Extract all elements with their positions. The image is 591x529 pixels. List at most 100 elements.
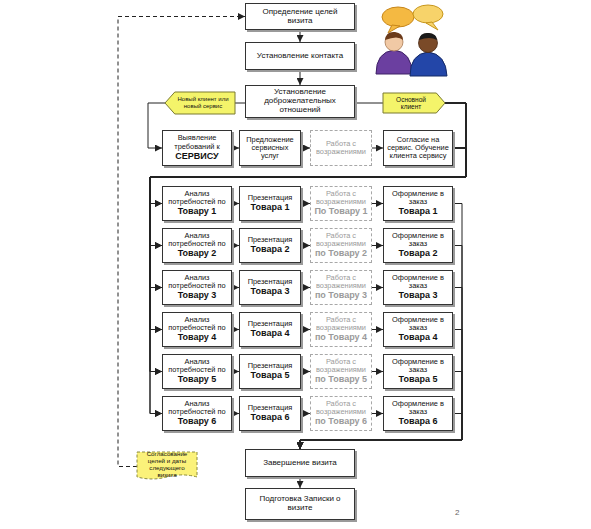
flow-connector: [118, 17, 245, 467]
flow-connector: [150, 148, 466, 330]
process-box: Анализ потребностей поТовару 1: [162, 186, 232, 221]
item-name: Товара 2: [399, 249, 438, 259]
process-box: Анализ потребностей поТовару 4: [162, 312, 232, 347]
flow-connector: [355, 103, 383, 104]
optional-step-box: Работа с возражениямиПо Товару 1: [310, 186, 372, 221]
flow-connector: [150, 103, 466, 414]
process-box: Оформление в заказТовара 2: [383, 228, 453, 263]
process-box: Подготовка Записки о визите: [245, 488, 355, 520]
flow-connector: [372, 287, 383, 288]
item-name: Товару 5: [178, 375, 217, 385]
process-box: Установление доброжелательных отношений: [245, 85, 355, 118]
process-box: Оформление в заказТовара 3: [383, 270, 453, 305]
step-text: Анализ потребностей по: [165, 232, 229, 248]
process-box: ПрезентацияТовара 2: [239, 228, 301, 263]
step-text: Оформление в заказ: [386, 316, 450, 332]
step-text: Работа с возражениями: [313, 274, 369, 290]
branch-tag: Новый клиент или новый сервис: [165, 92, 235, 114]
item-name: по Товару 3: [315, 291, 367, 301]
flow-connector: [150, 103, 466, 330]
step-text: Оформление в заказ: [386, 274, 450, 290]
process-box: Предложение сервисных услуг: [239, 130, 301, 166]
optional-step-box: Работа с возражениямипо Товару 6: [310, 396, 372, 431]
step-text: Анализ потребностей по: [165, 400, 229, 416]
flow-connector: [372, 329, 383, 330]
step-text: Подготовка Записки о визите: [249, 495, 351, 513]
optional-step-box: Работа с возражениямипо Товару 3: [310, 270, 372, 305]
flow-connector: [300, 246, 462, 450]
flow-connector: [232, 371, 239, 372]
item-name: Товара 4: [399, 333, 438, 343]
flow-connector: [372, 245, 383, 246]
process-box: Завершение визита: [245, 449, 355, 477]
item-name: Товару 3: [178, 291, 217, 301]
step-text: Презентация: [248, 362, 293, 370]
item-name: СЕРВИСУ: [175, 152, 218, 162]
item-name: По Товару 1: [314, 207, 367, 217]
step-text: Анализ потребностей по: [165, 316, 229, 332]
flow-connector: [232, 287, 239, 288]
step-text: Работа с возражениями: [313, 190, 369, 206]
step-text: Установление контакта: [257, 52, 343, 61]
item-name: Товара 3: [399, 291, 438, 301]
process-box: Оформление в заказТовара 6: [383, 396, 453, 431]
item-name: Товара 1: [251, 203, 290, 213]
step-text: Завершение визита: [263, 459, 337, 468]
process-box: Анализ потребностей поТовару 6: [162, 396, 232, 431]
flow-connector: [301, 148, 310, 149]
flow-connector: [300, 330, 462, 450]
process-box: ПрезентацияТовара 3: [239, 270, 301, 305]
step-text: Анализ потребностей по: [165, 190, 229, 206]
step-text: Новый клиент или новый сервис: [165, 96, 235, 109]
process-box: Анализ потребностей поТовару 2: [162, 228, 232, 263]
flow-connector: [301, 203, 310, 204]
item-name: Товару 2: [178, 249, 217, 259]
people-illustration: [376, 5, 447, 76]
step-text: Презентация: [248, 404, 293, 412]
flow-connector: [301, 413, 310, 414]
item-name: Товара 6: [251, 413, 290, 423]
step-text: Оформление в заказ: [386, 358, 450, 374]
step-text: Согласование целей и даты следующего виз…: [137, 451, 197, 481]
optional-step-box: Работа с возражениями: [310, 130, 372, 166]
flow-connector: [300, 204, 462, 450]
step-text: Оформление в заказ: [386, 190, 450, 206]
flow-connector: [150, 103, 466, 372]
flow-connector: [372, 203, 383, 204]
item-name: Товара 3: [251, 287, 290, 297]
item-name: Товара 6: [399, 417, 438, 427]
item-name: Товара 5: [251, 371, 290, 381]
item-name: Товара 1: [399, 207, 438, 217]
step-text: Работа с возражениями: [313, 316, 369, 332]
step-text: Оформление в заказ: [386, 232, 450, 248]
step-text: Презентация: [248, 236, 293, 244]
process-box: Оформление в заказТовара 4: [383, 312, 453, 347]
item-name: по Товару 5: [315, 375, 367, 385]
flow-connector: [301, 329, 310, 330]
step-text: Презентация: [248, 194, 293, 202]
process-box: Выявление требований кСЕРВИСУ: [162, 130, 232, 166]
step-text: Предложение сервисных услуг: [242, 136, 298, 160]
step-text: Анализ потребностей по: [165, 358, 229, 374]
note-shape: Согласование целей и даты следующего виз…: [137, 452, 197, 481]
process-box: ПрезентацияТовара 6: [239, 396, 301, 431]
step-text: Работа с возражениями: [313, 232, 369, 248]
step-text: Презентация: [248, 320, 293, 328]
process-box: Оформление в заказТовара 5: [383, 354, 453, 389]
step-text: Установление доброжелательных отношений: [249, 88, 351, 114]
flow-connector: [150, 148, 466, 372]
item-name: Товару 6: [178, 417, 217, 427]
flow-connector: [372, 371, 383, 372]
optional-step-box: Работа с возражениямипо Товару 5: [310, 354, 372, 389]
item-name: по Товару 4: [315, 333, 367, 343]
process-box: Установление контакта: [245, 42, 355, 70]
flow-connector: [150, 148, 466, 414]
process-box: Оформление в заказТовара 1: [383, 186, 453, 221]
flow-connector: [235, 103, 245, 104]
flow-connector: [232, 413, 239, 414]
process-box: Анализ потребностей поТовару 3: [162, 270, 232, 305]
step-text: Определение целей визита: [249, 8, 351, 26]
item-name: Товара 4: [251, 329, 290, 339]
flow-connector: [372, 148, 383, 149]
